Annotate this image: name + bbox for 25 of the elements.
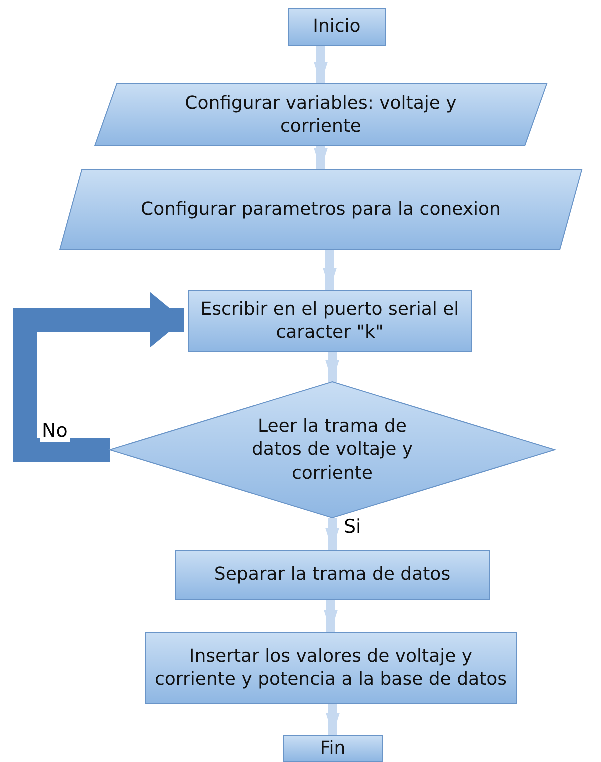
- loop-arrow: [13, 292, 184, 462]
- node-label: Configurar parametros para la conexion: [141, 198, 501, 222]
- edge-label: No: [40, 420, 70, 442]
- process-box: [283, 735, 383, 762]
- process-box: [175, 550, 490, 600]
- node-label: Separar la trama de datos: [214, 563, 451, 587]
- decision-diamond: [110, 382, 555, 518]
- process-box: [288, 8, 386, 46]
- arrow: [326, 518, 340, 550]
- process-box: [145, 632, 517, 704]
- arrow: [326, 352, 340, 382]
- node-label: Inicio: [313, 15, 361, 39]
- arrow: [326, 704, 340, 735]
- node-label: Configurar variables: voltaje y corriente: [184, 92, 458, 138]
- input-output-parallelogram: [60, 170, 582, 250]
- node-label: Fin: [320, 736, 346, 760]
- arrow: [324, 600, 338, 632]
- node-label: Leer la trama de datos de voltaje y corriente: [250, 414, 414, 486]
- arrow: [323, 250, 337, 290]
- input-output-parallelogram: [95, 84, 547, 146]
- node-label: Insertar los valores de voltaje y corriente y potencia a la base de datos: [154, 644, 508, 692]
- arrow: [314, 46, 328, 84]
- process-box: [188, 290, 472, 352]
- node-label: Escribir en el puerto serial el caracter "k": [200, 298, 460, 344]
- arrow: [314, 146, 328, 170]
